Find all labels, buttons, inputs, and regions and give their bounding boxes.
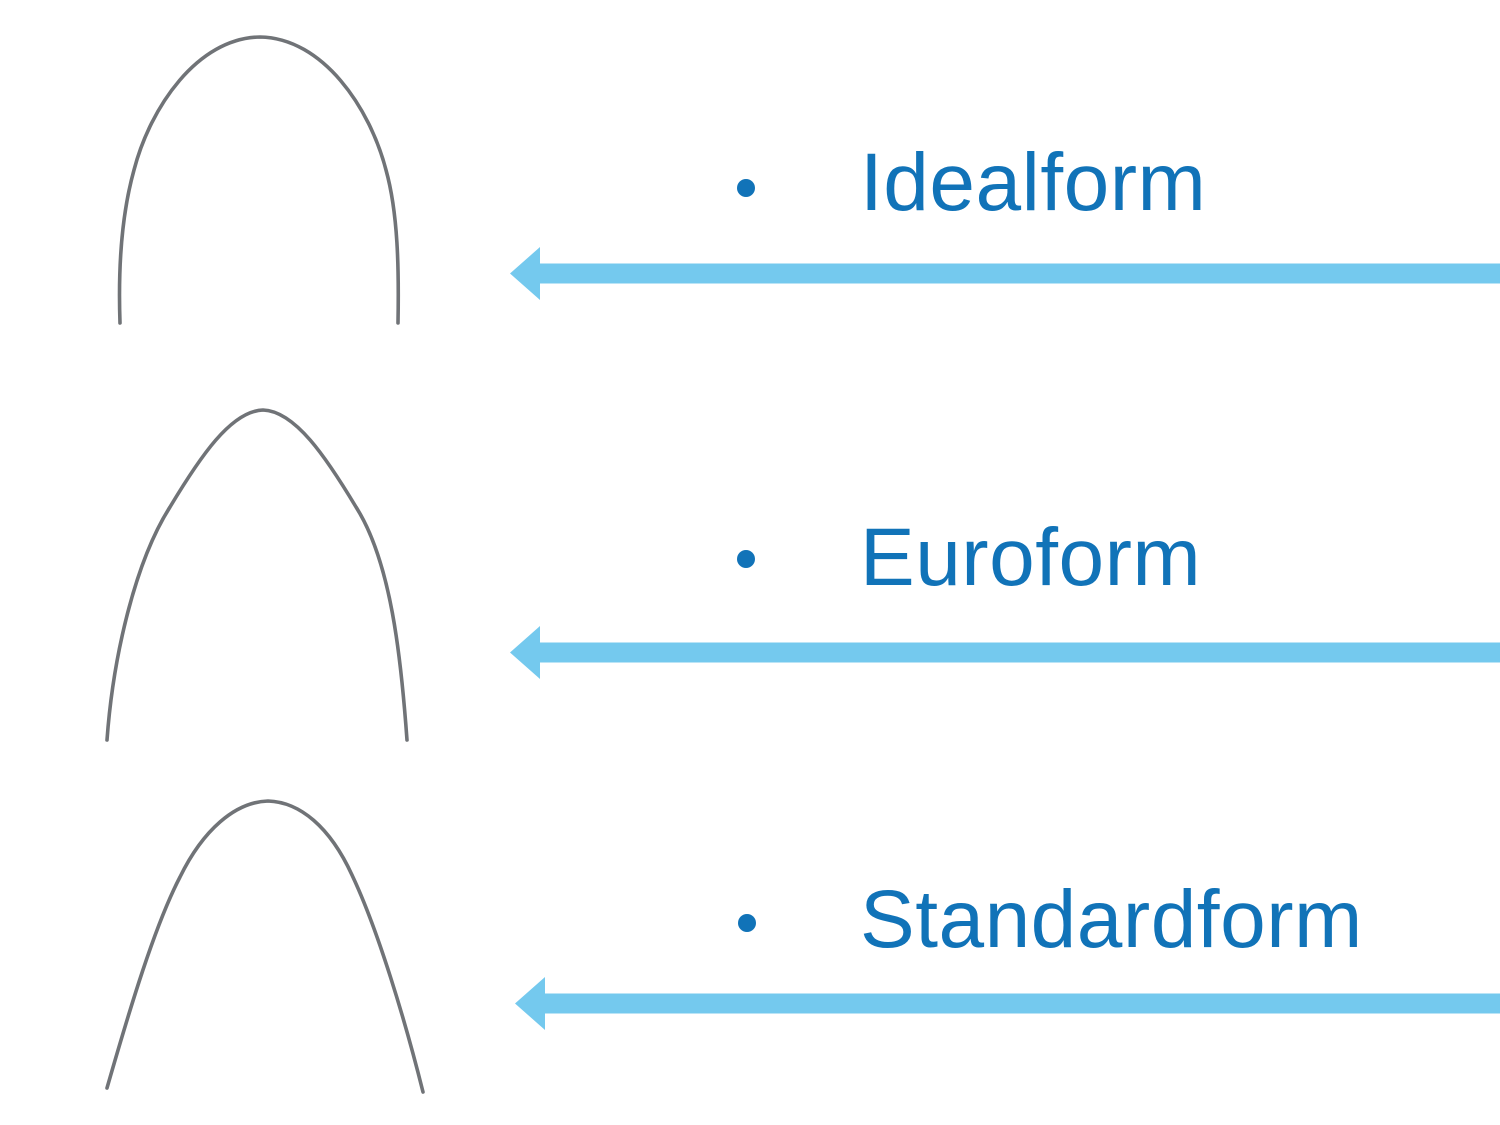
label-idealform: Idealform [860,137,1207,228]
label-euroform: Euroform [860,512,1202,603]
archwire-euroform-image [105,408,409,742]
archwire-standardform-curve [105,799,425,1094]
left-arrow-shape [510,247,1500,300]
left-arrow-shape [515,977,1500,1030]
left-arrow-icon [510,626,1500,679]
archwire-standardform-image [105,799,425,1094]
label-standardform: Standardform [860,874,1363,965]
left-arrow-icon [515,977,1500,1030]
bullet-icon [737,550,755,568]
bullet-icon [737,179,755,197]
left-arrow-shape [510,626,1500,679]
left-arrow-icon [510,247,1500,300]
bullet-icon [738,914,756,932]
archwire-idealform-curve [117,35,401,325]
archwire-euroform-curve [105,408,409,742]
archwire-idealform-image [117,35,401,325]
